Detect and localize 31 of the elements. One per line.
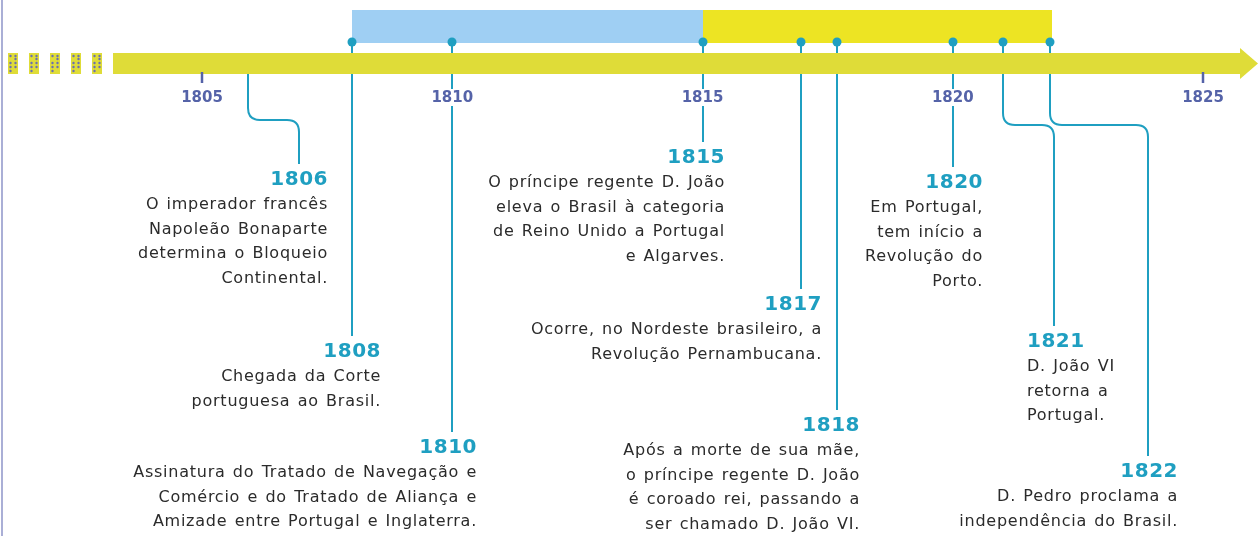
year-label: 1810 bbox=[419, 434, 477, 458]
event-description: D. João VI retorna a Portugal. bbox=[1027, 355, 1116, 426]
leader-line bbox=[998, 37, 1055, 327]
period-band bbox=[352, 10, 703, 43]
leader-line bbox=[1045, 37, 1149, 457]
year-tick-label: 1810 bbox=[431, 89, 474, 106]
event-description: Ocorre, no Nordeste brasileiro, a Revolução Pernambucana. bbox=[530, 318, 822, 365]
period-band bbox=[703, 10, 1052, 43]
leader-line bbox=[347, 37, 357, 337]
year-tick-label: 1820 bbox=[931, 89, 974, 106]
event-description: Assinatura do Tratado de Navegação e Comércio e do Tratado de Aliança e Amizade entre Portugal e Inglaterra. bbox=[132, 461, 477, 532]
year-label: 1806 bbox=[270, 166, 328, 190]
year-label: 1821 bbox=[1027, 328, 1085, 352]
event-description: Após a morte de sua mãe, o príncipe regente D. João é coroado rei, passando a ser chamado D. João VI. bbox=[622, 439, 860, 535]
year-label: 1818 bbox=[802, 412, 860, 436]
event-description: D. Pedro proclama a independência do Brasil. bbox=[958, 485, 1178, 532]
leader-line bbox=[247, 73, 300, 165]
timeline-arrow bbox=[113, 48, 1258, 83]
year-label: 1808 bbox=[323, 338, 381, 362]
year-tick-label: 1815 bbox=[681, 89, 724, 106]
leader-line bbox=[796, 37, 806, 290]
year-label: 1815 bbox=[667, 144, 725, 168]
leader-line bbox=[832, 37, 842, 411]
year-label: 1817 bbox=[764, 291, 822, 315]
leader-line bbox=[447, 37, 457, 433]
event-description: Em Portugal, tem início a Revolução do Porto. bbox=[864, 196, 983, 292]
event-description: O imperador francês Napoleão Bonaparte determina o Bloqueio Continental. bbox=[137, 193, 328, 289]
event-description: Chegada da Corte portuguesa ao Brasil. bbox=[190, 365, 381, 412]
event-description: O príncipe regente D. João eleva o Brasil à categoria de Reino Unido a Portugal e Algarves. bbox=[487, 171, 725, 267]
year-label: 1820 bbox=[925, 169, 983, 193]
year-label: 1822 bbox=[1120, 458, 1178, 482]
